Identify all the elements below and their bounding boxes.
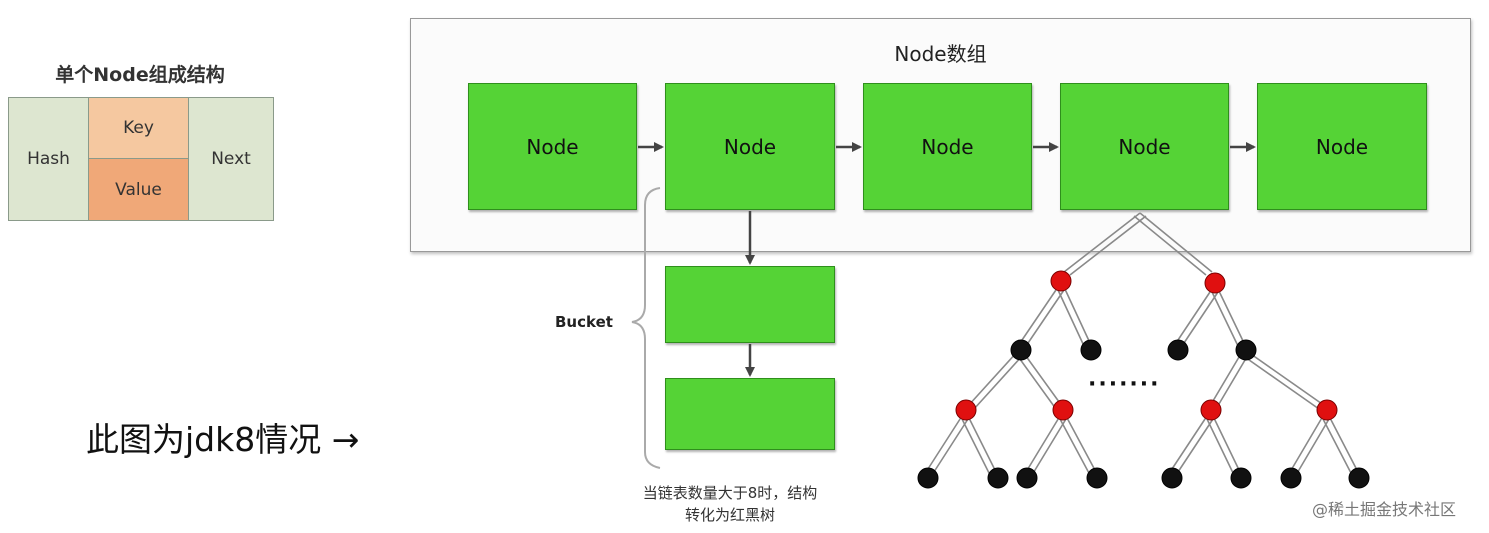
- tree-black-node: [1230, 467, 1252, 489]
- bucket-label: Bucket: [555, 313, 613, 331]
- tree-black-node: [1016, 467, 1038, 489]
- tree-black-node: [987, 467, 1009, 489]
- node-structure-box: Hash Key Value Next: [8, 97, 274, 221]
- tree-black-node: [1235, 339, 1257, 361]
- array-node-5: Node: [1257, 83, 1427, 210]
- tree-red-node: [1316, 399, 1338, 421]
- array-node-4: Node: [1060, 83, 1229, 210]
- conversion-note-line-2: 转化为红黑树: [684, 506, 775, 524]
- conversion-note: 当链表数量大于8时，结构 转化为红黑树: [580, 482, 880, 526]
- tree-black-node: [1348, 467, 1370, 489]
- tree-red-node: [1200, 399, 1222, 421]
- tree-red-node: [955, 399, 977, 421]
- next-cell: Next: [189, 98, 273, 220]
- value-cell: Value: [89, 159, 189, 220]
- tree-black-node: [1086, 467, 1108, 489]
- key-cell: Key: [89, 98, 189, 159]
- tree-black-node: [917, 467, 939, 489]
- tree-red-node: [1204, 272, 1226, 294]
- array-node-3: Node: [863, 83, 1032, 210]
- tree-black-node: [1280, 467, 1302, 489]
- watermark: @稀土掘金技术社区: [1312, 500, 1457, 519]
- tree-ellipsis: ·······: [1088, 372, 1161, 397]
- array-node-1: Node: [468, 83, 637, 210]
- tree-red-node: [1052, 399, 1074, 421]
- node-array-title: Node数组: [894, 42, 987, 66]
- tree-black-node: [1010, 339, 1032, 361]
- hash-cell: Hash: [9, 98, 89, 220]
- bucket-node-1: [665, 266, 835, 343]
- conversion-note-line-1: 当链表数量大于8时，结构: [642, 484, 818, 502]
- node-structure-title: 单个Node组成结构: [55, 64, 225, 86]
- bucket-brace: [631, 187, 661, 469]
- tree-black-node: [1167, 339, 1189, 361]
- jdk8-note: 此图为jdk8情况 →: [86, 420, 360, 459]
- array-node-2: Node: [665, 83, 835, 210]
- tree-black-node: [1161, 467, 1183, 489]
- tree-black-node: [1080, 339, 1102, 361]
- tree-edges: [925, 212, 1359, 476]
- tree-red-node: [1050, 270, 1072, 292]
- bucket-node-2: [665, 378, 835, 450]
